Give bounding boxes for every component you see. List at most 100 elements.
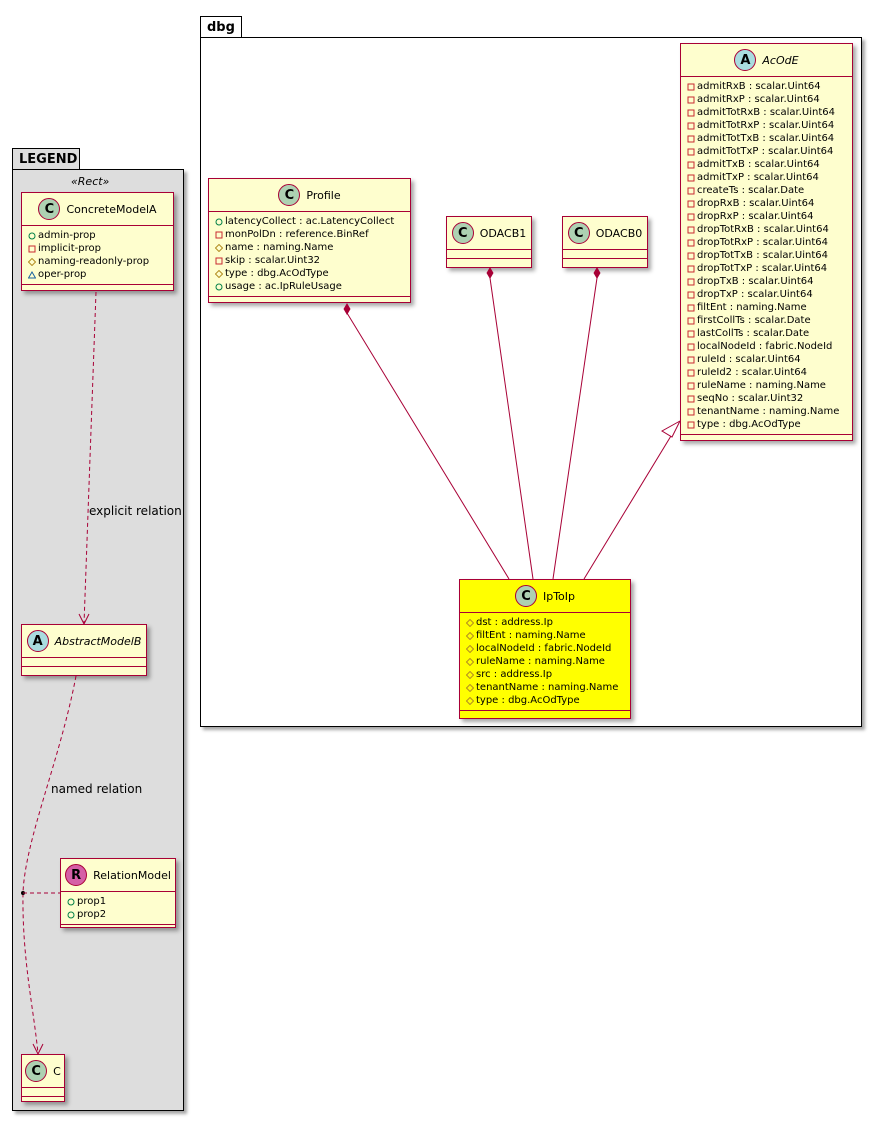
attribute-text: dropTotRxB : scalar.Uint64: [697, 224, 829, 235]
attribute-text: tenantName : naming.Name: [476, 682, 619, 693]
attribute-row: dropRxB : scalar.Uint64: [687, 197, 848, 210]
attribute-text: admitRxP : scalar.Uint64: [697, 94, 820, 105]
protected-visibility-icon: [28, 257, 36, 266]
attribute-text: dropTotRxP : scalar.Uint64: [697, 237, 828, 248]
attribute-row: admitTotRxP : scalar.Uint64: [687, 119, 848, 132]
class-acode-name: AcOdE: [762, 53, 799, 67]
class-c[interactable]: C C: [21, 1054, 65, 1102]
visibility-marker: [687, 304, 697, 312]
class-c-icon: C: [567, 222, 590, 244]
private-visibility-icon: [687, 161, 695, 168]
visibility-marker: [215, 257, 225, 265]
attribute-text: monPolDn : reference.BinRef: [225, 229, 369, 240]
class-relation-icon: R: [65, 864, 88, 886]
attribute-row: admitRxP : scalar.Uint64: [687, 93, 848, 106]
attribute-text: admitTotRxP : scalar.Uint64: [697, 120, 835, 131]
private-visibility-icon: [687, 330, 695, 337]
attribute-text: createTs : scalar.Date: [697, 185, 805, 196]
attribute-text: dropTxP : scalar.Uint64: [697, 289, 813, 300]
public-visibility-icon: [67, 911, 75, 918]
attribute-row: monPolDn : reference.BinRef: [215, 228, 406, 241]
attribute-text: implicit-prop: [38, 243, 101, 254]
visibility-marker: [466, 631, 476, 640]
visibility-marker: [687, 148, 697, 156]
private-visibility-icon: [687, 148, 695, 155]
class-profile-header: C Profile: [209, 179, 410, 211]
protected-visibility-icon: [215, 243, 223, 252]
private-visibility-icon: [687, 200, 695, 207]
attribute-row: admin-prop: [28, 229, 169, 242]
class-iptoip[interactable]: C IpToIp dst : address.Ip filtEnt : namin…: [459, 579, 631, 719]
attribute-row: implicit-prop: [28, 242, 169, 255]
public-visibility-icon: [67, 898, 75, 905]
class-profile[interactable]: C Profile latencyCollect : ac.LatencyCol…: [208, 178, 411, 303]
private-visibility-icon: [687, 83, 695, 90]
private-visibility-icon: [687, 343, 695, 350]
private-visibility-icon: [687, 317, 695, 324]
attribute-text: seqNo : scalar.Uint32: [697, 393, 804, 404]
class-odacb1-header: C ODACB1: [447, 217, 531, 249]
visibility-marker: [687, 291, 697, 299]
protected-visibility-icon: [466, 670, 474, 679]
class-odacb0-name: ODACB0: [595, 226, 643, 240]
attribute-row: admitTotRxB : scalar.Uint64: [687, 106, 848, 119]
private-visibility-icon: [687, 278, 695, 285]
private-visibility-icon: [687, 356, 695, 363]
class-acode-header: A AcOdE: [681, 44, 852, 76]
private-visibility-icon: [687, 174, 695, 181]
visibility-marker: [687, 278, 697, 286]
attribute-text: oper-prop: [38, 269, 87, 280]
visibility-marker: [687, 343, 697, 351]
class-odacb0[interactable]: C ODACB0: [562, 216, 648, 268]
protected-visibility-icon: [466, 657, 474, 666]
attribute-text: type : dbg.AcOdType: [225, 268, 329, 279]
visibility-marker: [687, 330, 697, 338]
attribute-row: localNodeId : fabric.NodeId: [687, 340, 848, 353]
class-odacb1-name: ODACB1: [479, 226, 527, 240]
class-iptoip-name: IpToIp: [542, 589, 576, 603]
attribute-row: admitTotTxB : scalar.Uint64: [687, 132, 848, 145]
class-profile-name: Profile: [306, 188, 341, 202]
private-visibility-icon: [687, 213, 695, 220]
public-visibility-icon: [215, 283, 223, 290]
class-relationmodel-name: RelationModel: [93, 868, 171, 882]
attribute-row: src : address.Ip: [466, 668, 626, 681]
attribute-text: prop2: [77, 909, 107, 920]
attribute-text: skip : scalar.Uint32: [225, 255, 321, 266]
visibility-marker: [687, 239, 697, 247]
private-visibility-icon: [215, 257, 223, 264]
attribute-text: dropTotTxP : scalar.Uint64: [697, 263, 828, 274]
class-abstractmodelb-header: A AbstractModelB: [22, 625, 146, 657]
attribute-row: usage : ac.IpRuleUsage: [215, 280, 406, 293]
attribute-row: type : dbg.AcOdType: [466, 694, 626, 707]
class-c-icon: C: [514, 585, 537, 607]
attribute-row: tenantName : naming.Name: [466, 681, 626, 694]
class-c-name: C: [53, 1064, 61, 1078]
attribute-row: dropTotTxB : scalar.Uint64: [687, 249, 848, 262]
attribute-text: dst : address.Ip: [476, 617, 553, 628]
protected-visibility-icon: [215, 269, 223, 278]
class-abstract-icon: A: [734, 49, 757, 71]
protected-visibility-icon: [466, 644, 474, 653]
class-odacb1[interactable]: C ODACB1: [446, 216, 532, 268]
visibility-marker: [466, 670, 476, 679]
visibility-marker: [28, 257, 38, 266]
attribute-row: prop2: [67, 908, 171, 921]
public-visibility-icon: [215, 218, 223, 225]
attribute-row: filtEnt : naming.Name: [466, 629, 626, 642]
visibility-marker: [687, 421, 697, 429]
visibility-marker: [28, 232, 38, 240]
attribute-text: filtEnt : naming.Name: [476, 630, 586, 641]
class-iptoip-header: C IpToIp: [460, 580, 630, 612]
visibility-marker: [687, 96, 697, 104]
class-abstractmodelb[interactable]: A AbstractModelB: [21, 624, 147, 676]
private-visibility-icon: [687, 395, 695, 402]
package-dbg-tab: dbg: [200, 16, 242, 38]
private-visibility-icon: [687, 252, 695, 259]
attribute-text: admitTotTxB : scalar.Uint64: [697, 133, 835, 144]
